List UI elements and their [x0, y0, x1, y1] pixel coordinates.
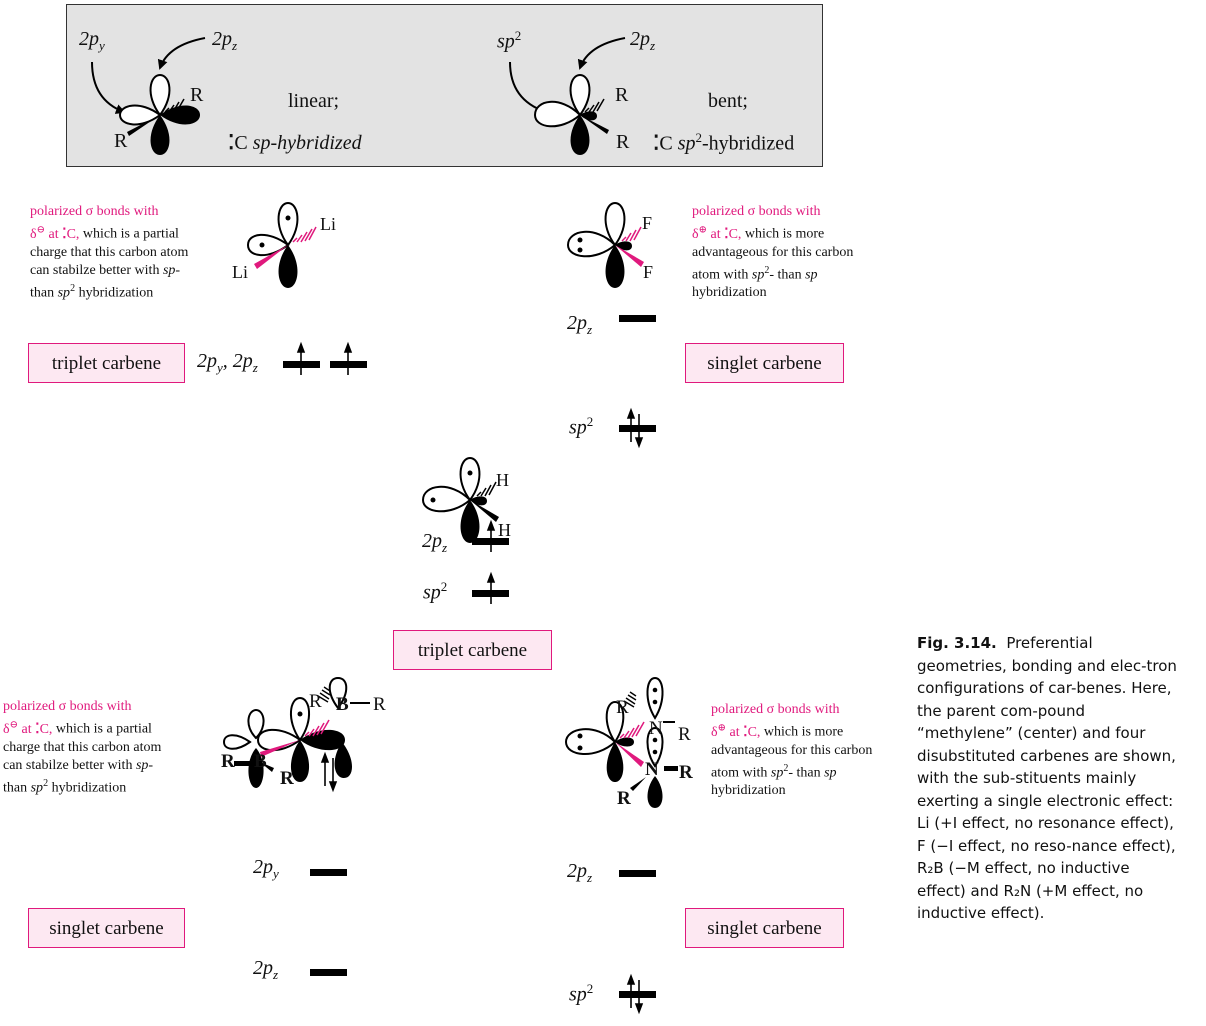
amino-level-label-upper: 2pz — [567, 860, 593, 885]
substituent-R: R — [190, 84, 204, 106]
geometry-bent: bent; — [708, 90, 748, 112]
atom-B: B — [254, 751, 267, 772]
atom-N: N — [645, 759, 659, 780]
substituent-R: R — [221, 751, 235, 772]
substituent-R: R — [114, 130, 128, 152]
energy-level-2pz — [310, 969, 347, 976]
energy-level-2py — [310, 869, 347, 876]
amino-level-label-lower: sp2 — [569, 981, 594, 1006]
state-box-singlet: singlet carbene — [28, 908, 185, 948]
li-carbene-orbitals — [246, 201, 317, 288]
label-sp2: sp2 — [497, 28, 522, 53]
substituent-Li: Li — [320, 214, 336, 234]
energy-level-2pz — [619, 870, 656, 877]
energy-level-sp2 — [619, 991, 656, 998]
f-carbene-orbitals — [566, 201, 644, 288]
caption-label: Fig. 3.14. — [917, 634, 997, 652]
atom-B: B — [336, 694, 349, 715]
atom-N: N — [649, 718, 663, 739]
geometry-linear: linear; — [288, 90, 340, 112]
methylene-level-label-upper: 2pz — [422, 530, 448, 555]
hybridization-comparison-box — [66, 4, 823, 167]
amino-carbene-orbitals — [564, 676, 678, 808]
amino-polarization-note: polarized σ bonds with δ⊕ at ⁚C, which i… — [711, 702, 873, 799]
boryl-level-label-upper: 2py — [253, 856, 279, 881]
substituent-R: R — [616, 131, 630, 153]
label-2py: 2py — [79, 28, 105, 53]
substituent-R: R — [678, 724, 691, 745]
caption-text: Preferential geometries, bonding and ele… — [917, 634, 1177, 922]
linear-carbene-orbitals — [118, 73, 200, 155]
substituent-F: F — [642, 213, 653, 233]
substituent-R: R — [280, 768, 294, 789]
state-box-singlet: singlet carbene — [685, 908, 844, 948]
substituent-H: H — [498, 520, 511, 540]
state-box-triplet: triplet carbene — [393, 630, 552, 670]
boryl-polarization-note: polarized σ bonds with δ⊖ at ⁚C, which i… — [3, 699, 162, 796]
energy-level-sp2 — [619, 425, 656, 432]
substituent-H: H — [496, 470, 509, 490]
boryl-carbene-orbitals — [222, 676, 370, 788]
substituent-R: R — [616, 697, 629, 718]
figure-caption: Fig. 3.14. Preferential geometries, bond… — [917, 632, 1179, 925]
substituent-F: F — [643, 262, 654, 282]
substituent-R: R — [679, 762, 693, 783]
f-level-label-lower: sp2 — [569, 414, 594, 439]
hybridization-sp2: ⁚C sp2-hybridized — [653, 130, 795, 155]
bent-carbene-orbitals — [533, 73, 609, 155]
methylene-orbitals — [421, 456, 499, 543]
substituent-Li: Li — [232, 262, 248, 282]
substituent-R: R — [373, 694, 386, 715]
substituent-R: R — [309, 691, 322, 712]
state-box-triplet: triplet carbene — [28, 343, 185, 383]
li-polarization-note: polarized σ bonds with δ⊖ at ⁚C, which i… — [30, 204, 189, 301]
label-2pz: 2pz — [212, 28, 238, 53]
energy-level-2pz — [472, 538, 509, 545]
label-2pz: 2pz — [630, 28, 656, 53]
f-polarization-note: polarized σ bonds with δ⊕ at ⁚C, which i… — [692, 204, 854, 301]
substituent-R: R — [617, 788, 631, 809]
methylene-level-label-lower: sp2 — [423, 579, 448, 604]
energy-level-sp2 — [472, 590, 509, 597]
li-levels-label: 2py, 2pz — [197, 350, 258, 375]
f-level-label-upper: 2pz — [567, 312, 593, 337]
boryl-level-label-lower: 2pz — [253, 957, 279, 982]
hybridization-sp: ⁚C sp-hybridized — [228, 132, 362, 154]
substituent-R: R — [615, 84, 629, 106]
state-box-singlet: singlet carbene — [685, 343, 844, 383]
energy-level-2pz — [619, 315, 656, 322]
